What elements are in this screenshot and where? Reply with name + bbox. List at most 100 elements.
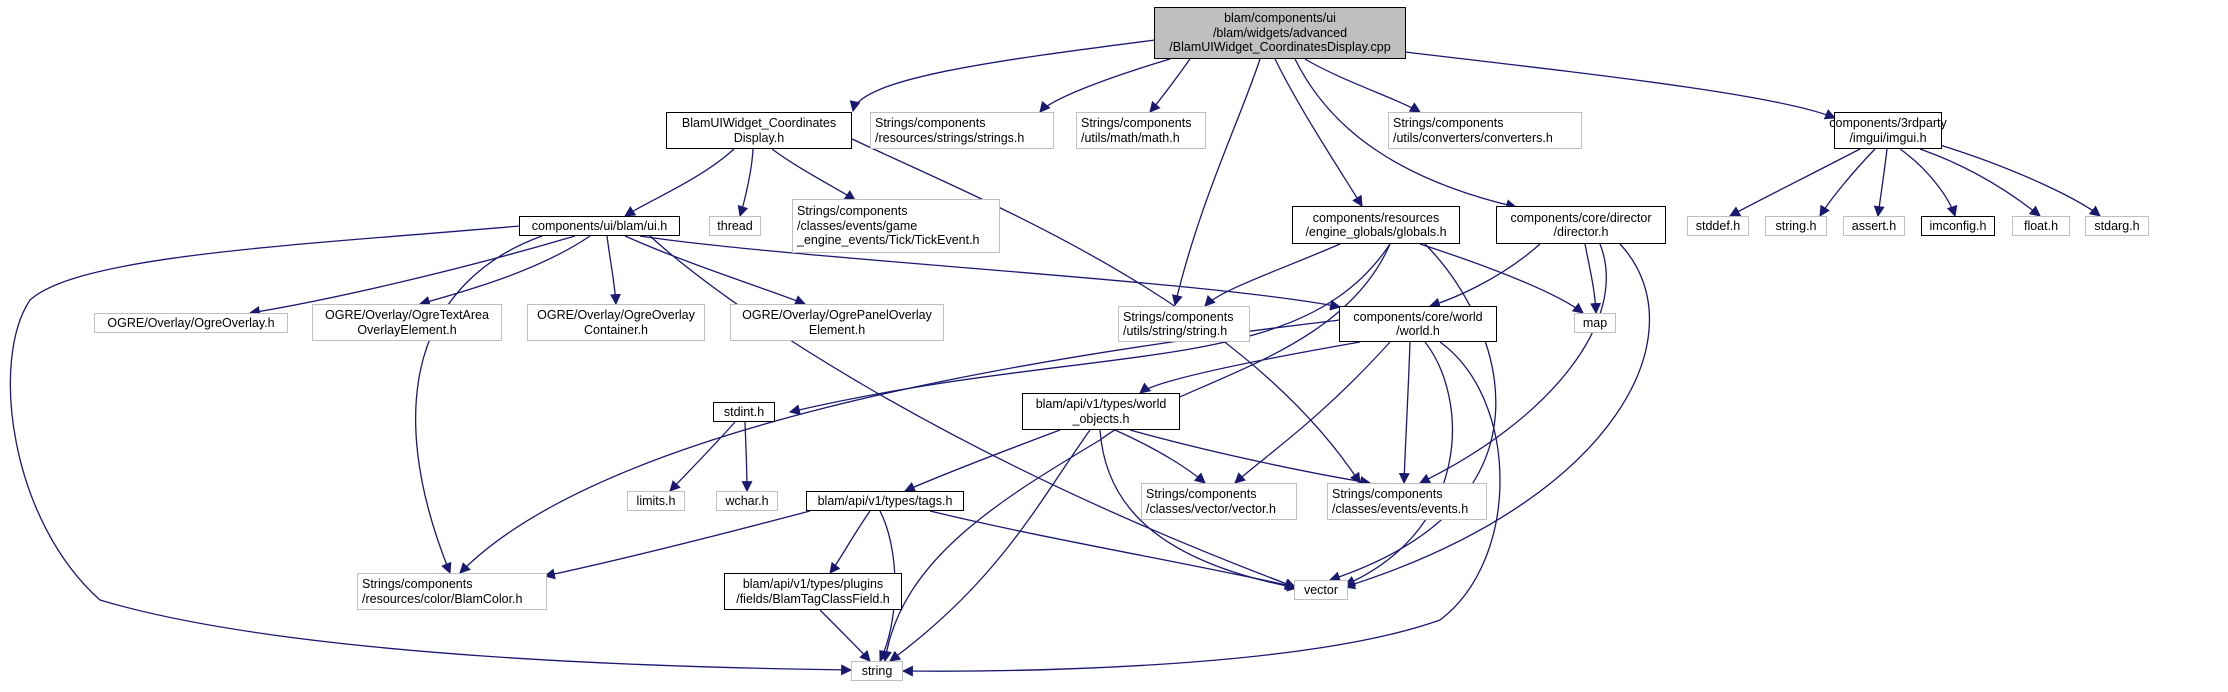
node-math-h: Strings/components /utils/math/math.h (1076, 112, 1206, 149)
dependency-edge (849, 137, 1361, 484)
dependency-edge (669, 421, 736, 492)
dependency-edge (903, 429, 1061, 493)
dependency-edge (1729, 148, 1861, 217)
dependency-edge (9, 225, 853, 676)
dependency-edge (1139, 341, 1361, 394)
node-label-line: Strings/components (362, 577, 473, 591)
dependency-edge (849, 39, 1156, 113)
node-label-line: Strings/components (1332, 487, 1443, 501)
dependency-edge (1343, 243, 1651, 590)
node-blam-tag-class-field-h[interactable]: blam/api/v1/types/plugins /fields/BlamTa… (724, 573, 902, 610)
dependency-edge (889, 429, 1091, 662)
dependency-edge (459, 319, 1341, 574)
node-blam-color-h: Strings/components /resources/color/Blam… (357, 573, 547, 610)
node-label-line: blam/components/ui (1224, 11, 1336, 26)
node-label-line: limits.h (636, 493, 676, 508)
node-label-line: blam/api/v1/types/tags.h (817, 493, 953, 508)
node-label-line: blam/api/v1/types/world (1035, 397, 1167, 411)
node-imgui-h[interactable]: components/3rdparty /imgui/imgui.h (1829, 112, 1947, 149)
node-ogre-text-area-overlay-element-h: OGRE/Overlay/OgreTextArea OverlayElement… (312, 304, 502, 341)
node-label-line: Element.h (808, 322, 866, 337)
node-label-line: stdarg.h (2094, 218, 2140, 233)
node-label-line: /imgui/imgui.h (1849, 130, 1927, 145)
node-stddef-h: stddef.h (1687, 216, 1749, 236)
dependency-edges (9, 39, 2101, 677)
dependency-edge (248, 235, 576, 317)
dependency-edge (1398, 341, 1411, 485)
node-label-line: Strings/components (797, 204, 908, 219)
dependency-edge (819, 609, 871, 662)
dependency-edge (901, 341, 1501, 677)
node-string: string (851, 661, 903, 681)
node-imconfig-h[interactable]: imconfig.h (1921, 216, 1995, 236)
node-ogre-overlay-h: OGRE/Overlay/OgreOverlay.h (94, 313, 288, 333)
node-label-line: wchar.h (725, 493, 769, 508)
node-label-line: Container.h (584, 322, 648, 337)
node-label-line: components/resources (1312, 210, 1440, 225)
node-label-line: /utils/converters/converters.h (1393, 130, 1553, 145)
node-strings-h: Strings/components /resources/strings/st… (870, 112, 1054, 149)
dependency-edge (1114, 429, 1206, 484)
node-float-h: float.h (2012, 216, 2070, 236)
dependency-edge (1039, 58, 1171, 113)
node-stdint-h[interactable]: stdint.h (713, 402, 775, 422)
dependency-edge (771, 148, 856, 201)
dependency-edge (1404, 51, 1837, 120)
dependency-edge (1428, 243, 1541, 309)
node-events-h: Strings/components /classes/events/event… (1327, 483, 1487, 520)
dependency-edge (606, 235, 621, 306)
node-label-line: string.h (1775, 218, 1817, 233)
node-label-line: /resources/strings/strings.h (875, 130, 1025, 145)
node-label-line: _objects.h (1072, 411, 1130, 426)
node-label-line: Display.h (733, 130, 785, 145)
dependency-edge (1099, 429, 1299, 592)
dependency-edge (1129, 429, 1372, 487)
node-label-line: components/core/director (1510, 210, 1652, 225)
dependency-edge (1294, 58, 1518, 211)
node-label-line: OGRE/Overlay/OgreOverlay (537, 308, 695, 322)
dependency-edge (1919, 148, 2041, 217)
node-wchar-h: wchar.h (716, 491, 778, 511)
dependency-edge (1149, 58, 1191, 113)
dependency-edge (1873, 148, 1888, 218)
node-label-line: OGRE/Overlay/OgrePanelOverlay (742, 308, 932, 322)
node-label-line: /utils/math/math.h (1081, 130, 1180, 145)
node-label-line: _engine_events/Tick/TickEvent.h (797, 233, 980, 248)
dependency-edge (1171, 58, 1261, 307)
node-label-line: OGRE/Overlay/OgreTextArea (325, 308, 489, 322)
node-limits-h: limits.h (627, 491, 685, 511)
dependency-edge (1274, 58, 1363, 207)
node-label-line: float.h (2023, 218, 2059, 233)
node-ui-h[interactable]: components/ui/blam/ui.h (519, 216, 680, 236)
node-ogre-panel-overlay-element-h: OGRE/Overlay/OgrePanelOverlay Element.h (730, 304, 944, 341)
node-label-line: Strings/components (875, 116, 986, 130)
node-blam-ui-widget-coordinates-display-h[interactable]: BlamUIWidget_Coordinates Display.h (666, 112, 852, 149)
node-director-h[interactable]: components/core/director /director.h (1496, 206, 1666, 244)
node-label-line: /utils/string/string.h (1123, 324, 1228, 338)
node-label-line: assert.h (1851, 218, 1897, 233)
dependency-edge (1584, 243, 1602, 315)
dependency-edge (1304, 58, 1421, 113)
node-label-line: /director.h (1553, 225, 1609, 239)
node-tick-event-h: Strings/components /classes/events/game … (792, 199, 1000, 253)
dependency-edge (543, 510, 811, 580)
dependency-edge (624, 148, 735, 217)
node-label-line: OGRE/Overlay/OgreOverlay.h (107, 315, 275, 330)
node-world-objects-h[interactable]: blam/api/v1/types/world _objects.h (1022, 393, 1180, 430)
node-vector-h: Strings/components /classes/vector/vecto… (1141, 483, 1297, 520)
node-utils-string-h: Strings/components /utils/string/string.… (1118, 306, 1250, 342)
node-globals-h[interactable]: components/resources /engine_globals/glo… (1292, 206, 1460, 244)
node-vector: vector (1294, 580, 1348, 600)
node-tags-h[interactable]: blam/api/v1/types/tags.h (806, 491, 964, 511)
node-label-line: Strings/components (1146, 487, 1257, 501)
node-label-line: OverlayElement.h (357, 322, 457, 337)
node-label-line: vector (1303, 582, 1339, 597)
node-label-line: /fields/BlamTagClassField.h (736, 591, 890, 606)
dependency-edge (639, 235, 1342, 311)
node-label-line: thread (717, 218, 753, 233)
dependency-edge (418, 235, 591, 307)
node-world-h[interactable]: components/core/world /world.h (1339, 306, 1497, 342)
node-ogre-overlay-container-h: OGRE/Overlay/OgreOverlay Container.h (527, 304, 705, 341)
node-map: map (1574, 313, 1616, 333)
node-label-line: BlamUIWidget_Coordinates (681, 116, 837, 130)
